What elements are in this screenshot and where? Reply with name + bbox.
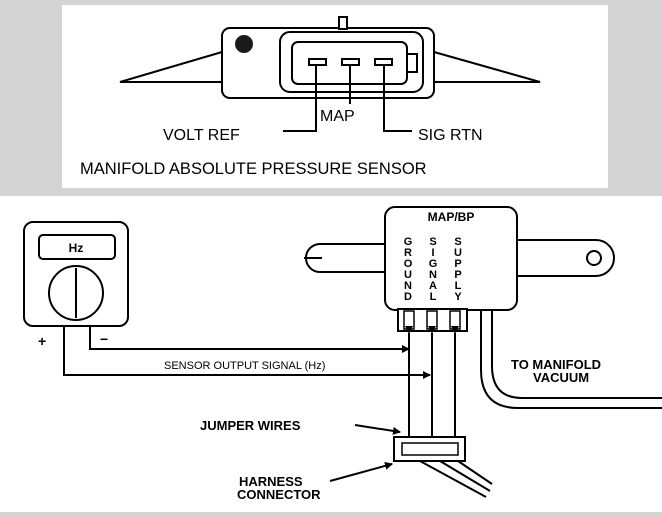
terminal-signal-label: S I G N A L <box>429 236 438 303</box>
jumper-wires-pointer <box>354 424 401 435</box>
ground-letter: O <box>404 258 413 270</box>
frequency-meter <box>23 221 129 327</box>
meter-display-text: Hz <box>69 241 84 255</box>
volt-ref-lead <box>283 65 317 132</box>
sensor-output-label: SENSOR OUTPUT SIGNAL (Hz) <box>164 360 325 372</box>
supply-letter: Y <box>454 291 462 303</box>
meter-lead-positive <box>63 326 431 379</box>
supply-letter: L <box>455 280 462 292</box>
harness-wire <box>439 460 491 492</box>
supply-letter: P <box>454 269 461 281</box>
meter-minus-label: − <box>100 331 108 347</box>
sensor-top-tab <box>338 16 348 30</box>
ground-letter: U <box>404 269 412 281</box>
vacuum-hose-outer <box>491 310 662 399</box>
map-label: MAP <box>320 108 355 125</box>
harness-wire <box>419 460 487 498</box>
meter-display <box>38 234 116 260</box>
signal-letter: L <box>430 291 437 303</box>
ground-letter: N <box>404 280 412 292</box>
meter-plus-label: + <box>38 333 46 349</box>
supply-letter: S <box>454 236 461 248</box>
signal-letter: N <box>429 269 437 281</box>
mounting-hole-dot <box>235 35 253 53</box>
sig-rtn-label: SIG RTN <box>418 127 483 144</box>
meter-lead-negative <box>89 326 410 353</box>
bracket-hole <box>586 250 602 266</box>
connector-label: CONNECTOR <box>237 487 321 502</box>
volt-ref-label: VOLT REF <box>163 127 240 144</box>
map-sensor-drawing <box>119 16 541 132</box>
harness-pointer <box>329 461 393 482</box>
signal-letter: I <box>431 247 434 259</box>
right-flange <box>433 51 541 83</box>
terminal-ground-label: G R O U N D <box>404 236 413 303</box>
mounting-bracket-right <box>512 239 615 277</box>
vacuum-hose-inner <box>480 310 662 409</box>
connector-notch <box>407 53 418 73</box>
vacuum-label: VACUUM <box>533 370 589 385</box>
harness-wire <box>457 460 493 485</box>
socket-pin-supply <box>449 310 461 330</box>
ground-letter: D <box>404 291 412 303</box>
signal-letter: G <box>429 258 438 270</box>
ground-letter: R <box>404 247 412 259</box>
map-bp-title: MAP/BP <box>428 210 475 224</box>
terminal-supply-label: S U P P L Y <box>454 236 462 303</box>
sensor-caption: MANIFOLD ABSOLUTE PRESSURE SENSOR <box>80 160 427 178</box>
pin-sig-rtn <box>374 58 393 66</box>
supply-letter: P <box>454 258 461 270</box>
signal-letter: S <box>429 236 436 248</box>
sig-rtn-lead <box>383 65 412 132</box>
to-manifold-label: TO MANIFOLD <box>511 357 601 372</box>
left-flange <box>119 51 223 83</box>
socket-pin-ground <box>403 310 415 330</box>
jumper-wires-label: JUMPER WIRES <box>200 418 301 433</box>
harness-label: HARNESS <box>239 474 303 489</box>
pin-volt-ref <box>308 58 327 66</box>
supply-letter: U <box>454 247 462 259</box>
ground-letter: G <box>404 236 413 248</box>
socket-pin-signal <box>426 310 438 330</box>
pin-map <box>341 58 360 66</box>
harness-connector-inner <box>401 442 459 456</box>
signal-letter: A <box>429 280 437 292</box>
